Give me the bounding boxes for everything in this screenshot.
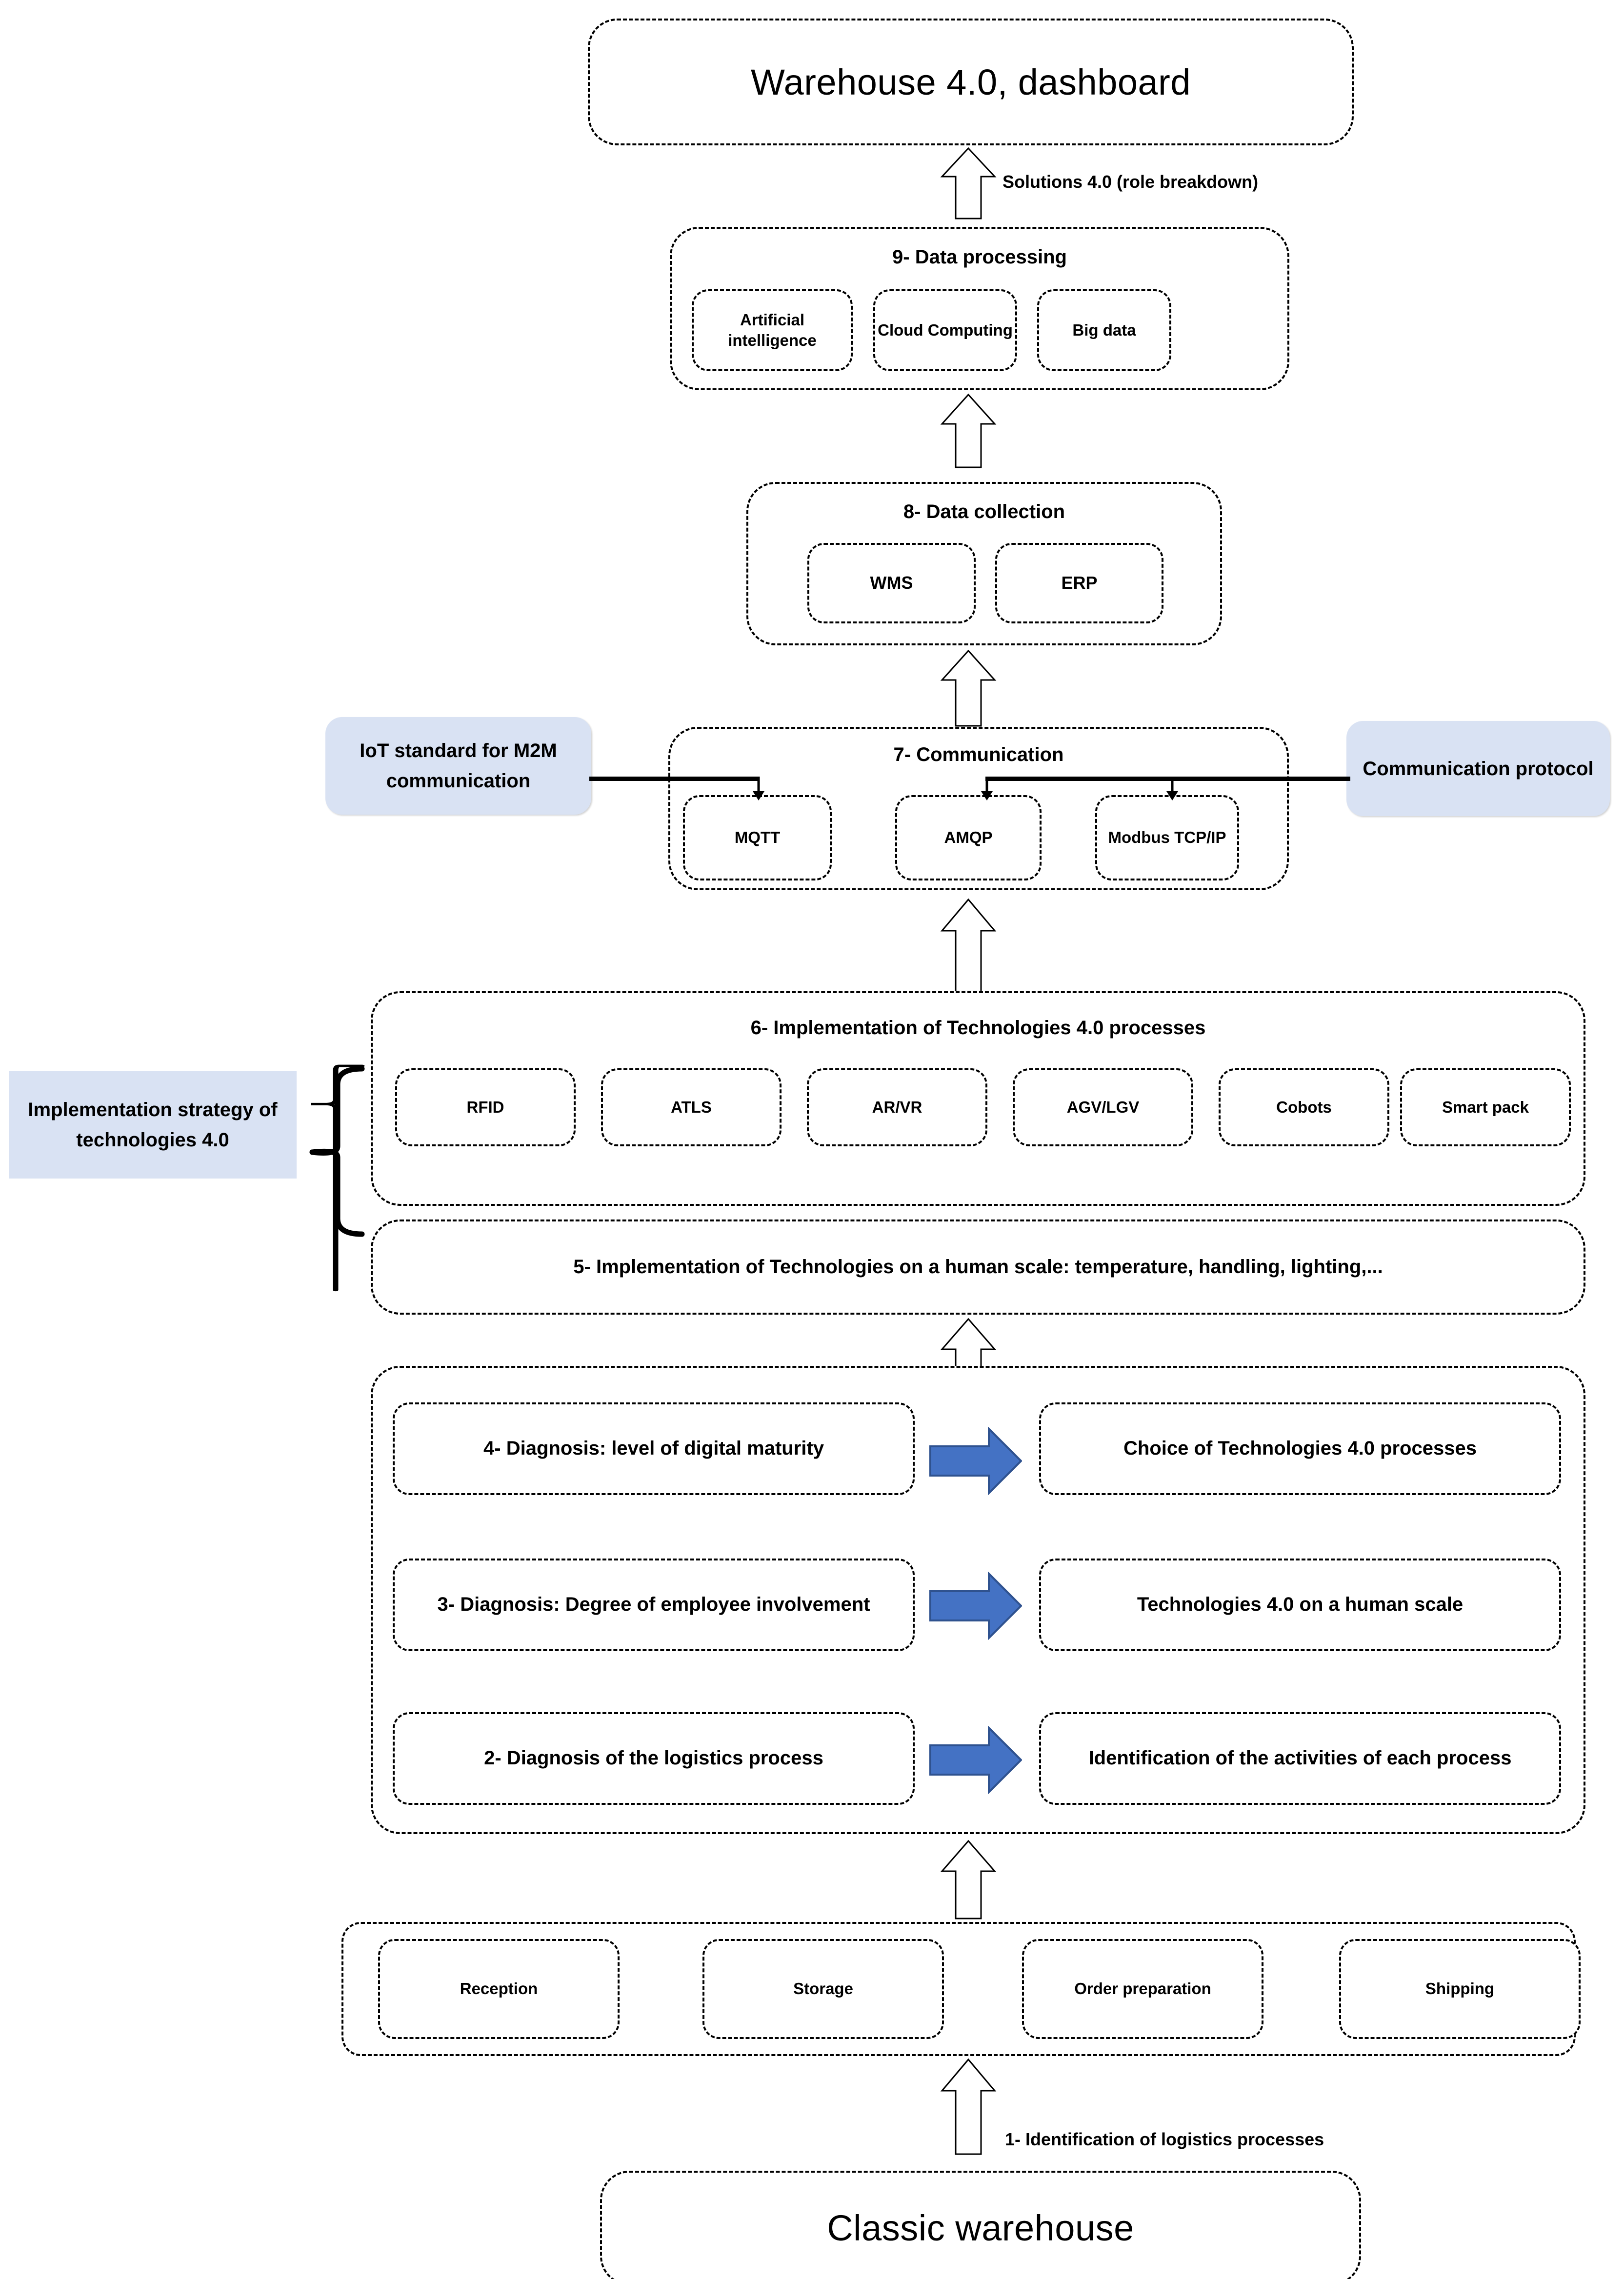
- arrow-up-processes-to-diagnosis: [940, 1839, 997, 1919]
- step-6-item-smart-pack: Smart pack: [1400, 1068, 1571, 1146]
- arrow-right-diagnosis-4: [929, 1427, 1022, 1495]
- step-1-item-shipping: Shipping: [1339, 1939, 1581, 2039]
- classic-warehouse-box: Classic warehouse: [600, 2171, 1361, 2279]
- diagnosis-row-2-right: Identification of the activities of each…: [1039, 1712, 1561, 1805]
- warehouse-40-dashboard-box: Warehouse 4.0, dashboard: [588, 19, 1354, 145]
- diagnosis-row-4-left: 4- Diagnosis: level of digital maturity: [393, 1402, 915, 1495]
- arrow-up-data-collection-to-processing: [940, 393, 997, 468]
- connector-protocol-to-modbus-arrow: [1166, 777, 1178, 800]
- diagnosis-row-3-left: 3- Diagnosis: Degree of employee involve…: [393, 1559, 915, 1651]
- step-9-item-big-data: Big data: [1037, 289, 1171, 371]
- arrow-up-solutions: [940, 147, 997, 220]
- step-7-item-modbus-tcpip: Modbus TCP/IP: [1095, 795, 1239, 880]
- arrow-up-identification: [940, 2058, 997, 2155]
- arrow-right-diagnosis-3: [929, 1572, 1022, 1640]
- arrow-up-communication-to-collection: [940, 649, 997, 727]
- step-6-item-cobots: Cobots: [1219, 1068, 1389, 1146]
- arrow-up-step6-to-step7: [940, 898, 997, 993]
- step-1-item-reception: Reception: [378, 1939, 620, 2039]
- step-5-title: 5- Implementation of Technologies on a h…: [573, 1256, 1383, 1278]
- warehouse-40-dashboard-label: Warehouse 4.0, dashboard: [751, 61, 1191, 102]
- brace-implementation-strategy: [309, 1064, 365, 1292]
- step-9-title: 9- Data processing: [892, 246, 1067, 268]
- step-6-item-agv-lgv: AGV/LGV: [1013, 1068, 1193, 1146]
- step-6-item-rfid: RFID: [395, 1068, 576, 1146]
- step-9-item-cloud-computing: Cloud Computing: [873, 289, 1017, 371]
- classic-warehouse-label: Classic warehouse: [827, 2208, 1134, 2248]
- diagnosis-row-2-left: 2- Diagnosis of the logistics process: [393, 1712, 915, 1805]
- step-5-container: [371, 1219, 1585, 1315]
- step-6-item-ar-vr: AR/VR: [807, 1068, 987, 1146]
- step-7-item-amqp: AMQP: [895, 795, 1042, 880]
- arrow-right-diagnosis-2: [929, 1726, 1022, 1794]
- diagnosis-row-3-right: Technologies 4.0 on a human scale: [1039, 1559, 1561, 1651]
- connector-protocol-horizontal: [985, 777, 1350, 781]
- callout-implementation-strategy: Implementation strategy of technologies …: [9, 1071, 297, 1179]
- diagnosis-row-4-right: Choice of Technologies 4.0 processes: [1039, 1402, 1561, 1495]
- step-1-item-storage: Storage: [702, 1939, 944, 2039]
- connector-protocol-to-amqp-arrow: [981, 777, 993, 800]
- callout-communication-protocol: Communication protocol: [1346, 721, 1610, 816]
- connector-iot-to-mqtt-horizontal: [589, 777, 758, 781]
- edge-label-identification: 1- Identification of logistics processes: [1005, 2129, 1324, 2149]
- step-1-item-order-preparation: Order preparation: [1022, 1939, 1263, 2039]
- edge-label-solutions: Solutions 4.0 (role breakdown): [1002, 172, 1259, 192]
- step-9-item-artificial-intelligence: Artificial intelligence: [692, 289, 853, 371]
- step-7-title: 7- Communication: [893, 744, 1064, 765]
- callout-iot-standard-m2m: IoT standard for M2M communication: [325, 717, 591, 815]
- step-8-item-erp: ERP: [995, 543, 1163, 623]
- connector-iot-to-mqtt-arrow: [753, 777, 764, 800]
- step-8-title: 8- Data collection: [903, 501, 1065, 522]
- step-6-title: 6- Implementation of Technologies 4.0 pr…: [750, 1017, 1206, 1039]
- step-6-item-atls: ATLS: [601, 1068, 782, 1146]
- step-8-item-wms: WMS: [807, 543, 976, 623]
- step-7-item-mqtt: MQTT: [683, 795, 832, 880]
